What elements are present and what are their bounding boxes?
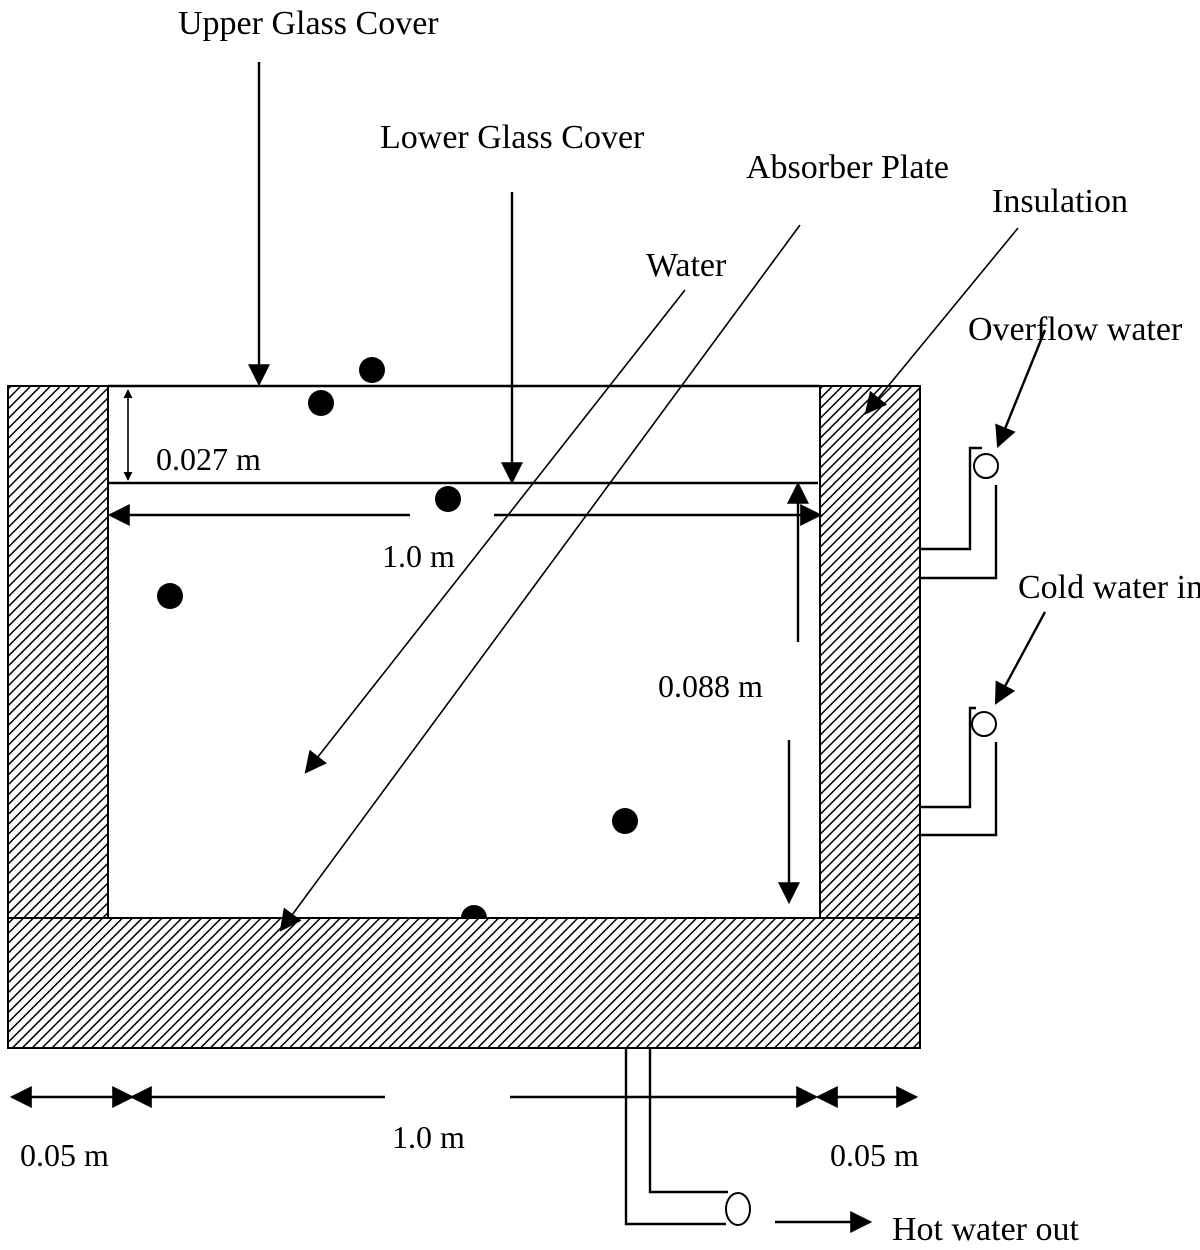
left-insulation-wall <box>7 385 109 919</box>
basin-width-label: 1.0 m <box>392 1119 465 1155</box>
insulation-arrow <box>864 227 1019 415</box>
cold-water-in-arrow <box>994 611 1047 705</box>
hot-water-pipe <box>624 1049 751 1226</box>
droplet <box>435 486 461 512</box>
left-insulation-width-label: 0.05 m <box>20 1137 109 1173</box>
droplet <box>612 808 638 834</box>
lower-glass-cover-label: Lower Glass Cover <box>380 119 645 156</box>
absorber-plate-label: Absorber Plate <box>746 149 949 186</box>
overflow-pipe <box>921 446 999 580</box>
right-insulation-wall <box>819 385 921 919</box>
water-droplets <box>157 357 638 918</box>
absorber-plate-arrow <box>279 224 801 932</box>
inlet-valve-icon <box>971 711 997 737</box>
bottom-insulation-base <box>7 917 921 1049</box>
right-insulation-width-label: 0.05 m <box>830 1137 919 1173</box>
droplet <box>157 583 183 609</box>
overflow-valve-icon <box>973 453 999 479</box>
water-depth-label: 0.088 m <box>658 668 763 704</box>
insulation-label: Insulation <box>992 183 1128 220</box>
insulation-walls <box>7 385 921 1049</box>
hot-water-out-label: Hot water out <box>892 1211 1080 1248</box>
droplet <box>359 357 385 383</box>
water-label: Water <box>646 247 727 284</box>
water-arrow <box>304 289 686 774</box>
outlet-valve-icon <box>725 1192 751 1226</box>
cold-water-in-label: Cold water in <box>1018 569 1200 606</box>
upper-glass-cover-label: Upper Glass Cover <box>178 5 439 42</box>
droplet <box>308 390 334 416</box>
inner-width-label: 1.0 m <box>382 538 455 574</box>
gap-dimension-label: 0.027 m <box>156 441 261 477</box>
overflow-water-arrow <box>995 329 1047 449</box>
overflow-water-label: Overflow water <box>968 311 1183 348</box>
cold-water-pipe <box>921 706 998 837</box>
droplet <box>461 905 487 918</box>
